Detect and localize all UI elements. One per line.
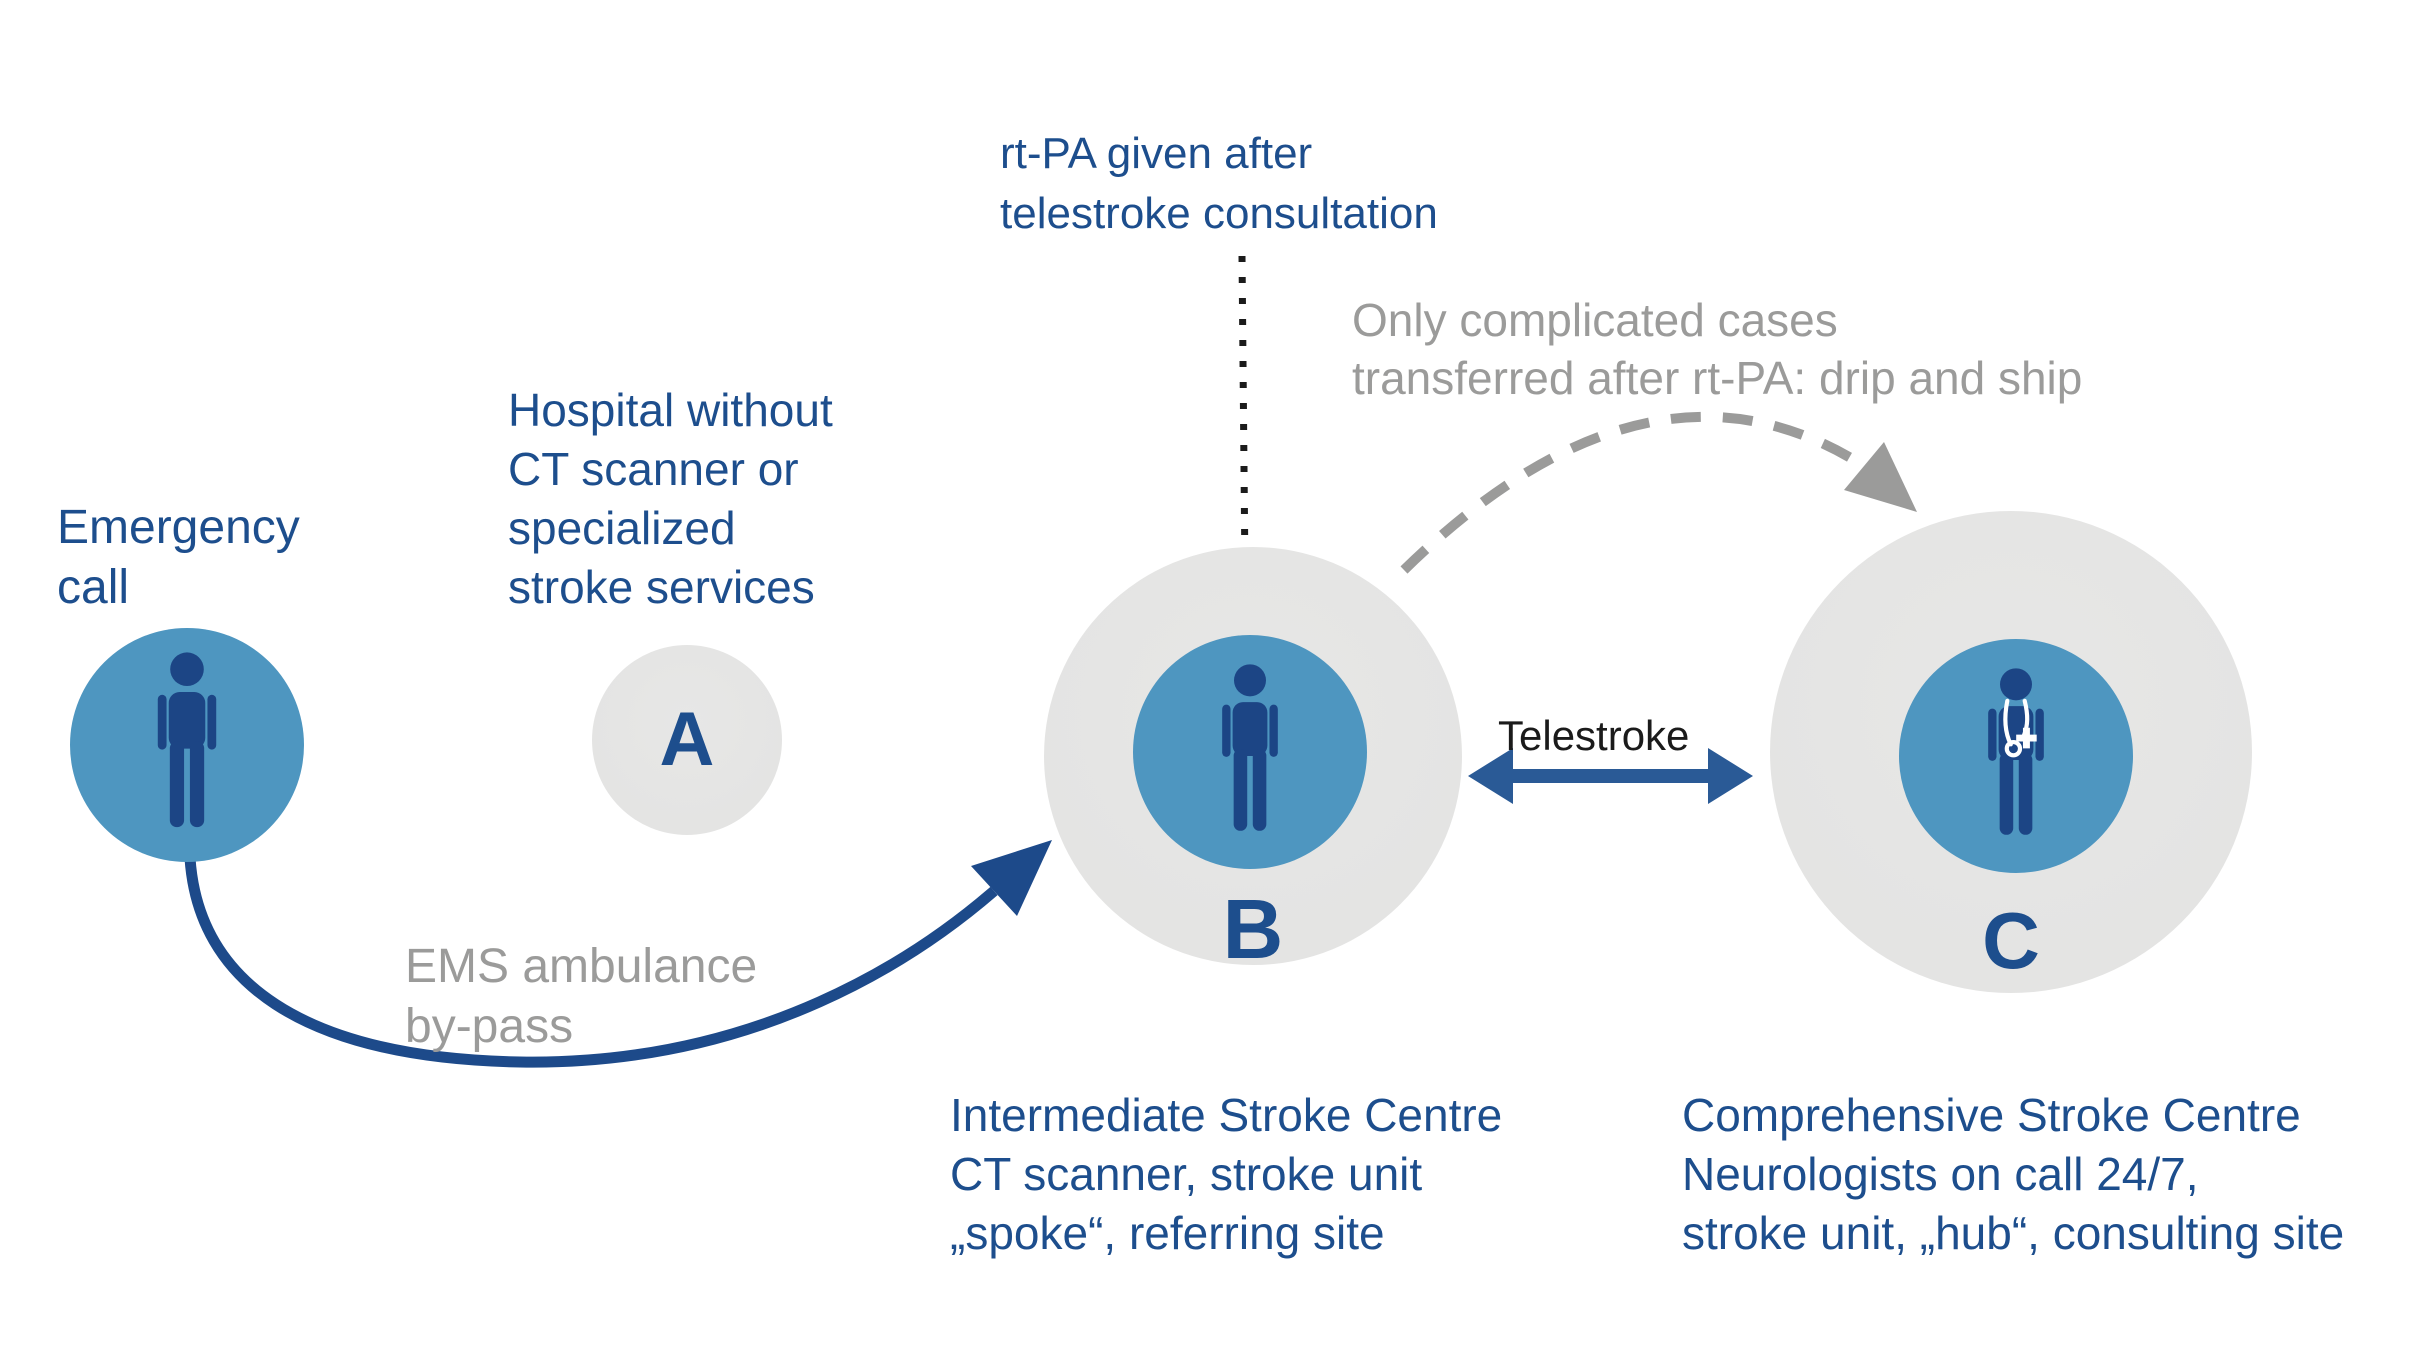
hospital-a-circle: A: [592, 645, 782, 835]
label-line: Only complicated cases: [1352, 294, 1838, 346]
rtpa-note-label: rt-PA given after telestroke consultatio…: [1000, 124, 1438, 244]
emergency-call-circle: [70, 628, 304, 862]
intermediate-centre-circle: B: [1044, 547, 1462, 971]
label-line: CT scanner or: [508, 443, 799, 495]
hospital-a-label: Hospital without CT scanner or specializ…: [508, 381, 833, 617]
label-line: Hospital without: [508, 384, 833, 436]
label-line: Emergency: [57, 501, 300, 554]
intermediate-centre-inner-circle: [1133, 635, 1367, 869]
node-letter-c: C: [1982, 896, 2040, 985]
label-line: transferred after rt-PA: drip and ship: [1352, 352, 2083, 404]
intermediate-centre-caption: Intermediate Stroke Centre CT scanner, s…: [950, 1086, 1502, 1263]
label-line: by-pass: [405, 1000, 574, 1053]
node-letter-a: A: [659, 697, 715, 782]
person-icon: [157, 652, 217, 828]
label-line: telestroke consultation: [1000, 189, 1438, 238]
label-line: „spoke“, referring site: [950, 1207, 1385, 1259]
drip-ship-dashed-arrow: [1400, 411, 1867, 574]
drip-ship-arrowhead: [1844, 442, 1917, 512]
comprehensive-centre-caption: Comprehensive Stroke Centre Neurologists…: [1682, 1086, 2344, 1263]
label-line: Comprehensive Stroke Centre: [1682, 1089, 2301, 1141]
label-line: rt-PA given after: [1000, 129, 1313, 178]
ems-bypass-label: EMS ambulance by-pass: [405, 937, 757, 1057]
node-letter-b: B: [1222, 882, 1284, 976]
drip-ship-note-label: Only complicated cases transferred after…: [1352, 291, 2082, 407]
label-line: CT scanner, stroke unit: [950, 1148, 1423, 1200]
label-line: Intermediate Stroke Centre: [950, 1089, 1503, 1141]
label-line: specialized: [508, 502, 736, 554]
label-line: stroke unit, „hub“, consulting site: [1682, 1207, 2345, 1259]
ems-bypass-arrowhead: [971, 840, 1052, 916]
rtpa-dotted-line: [1238, 255, 1249, 573]
label-line: Telestroke: [1498, 712, 1690, 759]
comprehensive-centre-inner-circle: [1899, 639, 2133, 873]
comprehensive-centre-circle: C: [1770, 511, 2252, 993]
label-line: EMS ambulance: [405, 940, 758, 993]
telestroke-label: Telestroke: [1498, 714, 1689, 758]
emergency-call-label: Emergency call: [57, 498, 300, 618]
label-line: call: [57, 561, 130, 614]
doctor-stethoscope-icon: [1988, 667, 2044, 835]
person-icon: [1222, 663, 1278, 831]
label-line: stroke services: [508, 561, 815, 613]
label-line: Neurologists on call 24/7,: [1682, 1148, 2199, 1200]
